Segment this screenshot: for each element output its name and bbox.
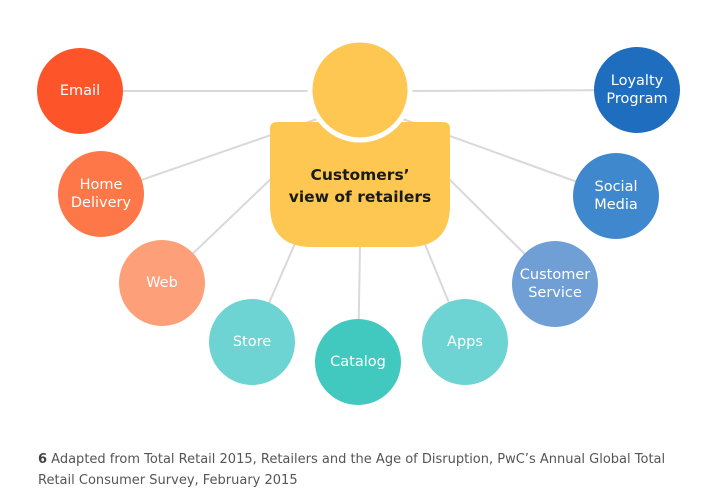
footnote-number: 6: [38, 452, 48, 467]
node-apps: Apps: [422, 299, 508, 385]
person-body-shape: [270, 122, 450, 247]
footnote: 6 Adapted from Total Retail 2015, Retail…: [38, 449, 678, 491]
customer-person-icon: [270, 37, 450, 247]
node-social-media: Social Media: [573, 153, 659, 239]
footnote-text: Adapted from Total Retail 2015, Retailer…: [38, 452, 666, 488]
node-loyalty-program: Loyalty Program: [594, 47, 680, 133]
node-customer-service: Customer Service: [512, 241, 598, 327]
person-head-shape: [307, 37, 413, 143]
node-email: Email: [37, 48, 123, 134]
node-store: Store: [209, 299, 295, 385]
node-web: Web: [119, 240, 205, 326]
node-home-delivery: Home Delivery: [58, 151, 144, 237]
center-label: Customers’ view of retailers: [288, 166, 432, 206]
node-catalog: Catalog: [315, 319, 401, 405]
diagram-canvas: [80, 37, 638, 363]
